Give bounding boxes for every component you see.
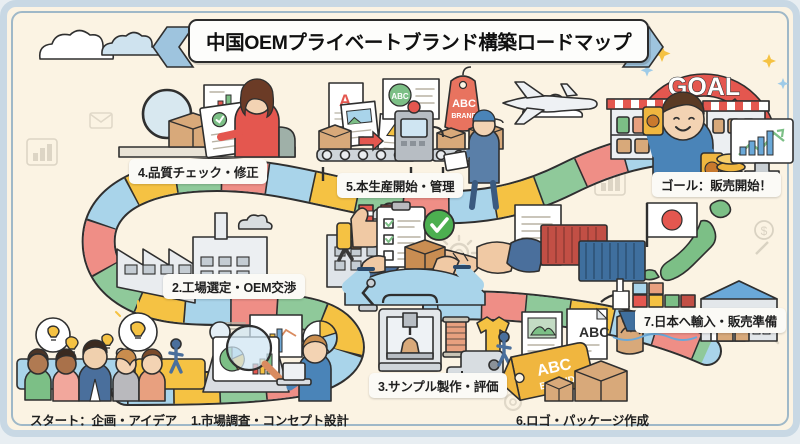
step4b-illustration [336, 201, 486, 306]
sparkle-icon [640, 64, 789, 90]
robot-arm-icon [358, 278, 378, 312]
step-label-step4: 4.品質チェック・修正 [129, 159, 268, 184]
abc-doc-glyph: ABC [579, 324, 609, 340]
arrow-right-icon [358, 130, 385, 152]
step-label-step1: 1.市場調査・コンセプト設計 [191, 414, 349, 428]
step-label-step5: 5.本生産開始・管理 [337, 173, 464, 198]
lightbulb-icon [101, 333, 114, 349]
step-label-step6: 6.ロゴ・パッケージ作成 [516, 414, 649, 428]
abc-badge-glyph: ABC [391, 92, 409, 101]
walking-person-icon [168, 338, 184, 374]
svg-text:$: $ [761, 224, 768, 238]
brand-tag-line2: BRAND [451, 113, 476, 120]
sparkle-icon [653, 45, 776, 68]
people-group-icon [24, 339, 166, 402]
idea-lightbulb-icon [115, 300, 161, 359]
shipping-container-icon [540, 224, 646, 282]
brand-tag-line1: ABC [452, 98, 476, 110]
goal-illustration [606, 91, 794, 189]
envelope-icon [89, 112, 113, 129]
bar-chart-icon [26, 138, 58, 166]
step-label-step7: 7.日本へ輸入・販売準備 [635, 308, 787, 333]
step1-illustration [202, 314, 338, 402]
walking-person-icon [496, 331, 512, 367]
page-title-container: 中国OEMプライベートブランド構築ロードマップ [188, 19, 650, 63]
step6-illustration: ABC ABC BRAND [499, 293, 644, 402]
step5-illustration: A ABC ABC BRAND [316, 66, 598, 210]
step-label-start: スタート：企画・アイデア [30, 414, 177, 428]
roadmap-path [81, 130, 714, 406]
step-label-step3: 3.サンプル製作・評価 [369, 373, 508, 398]
step4-illustration [118, 78, 296, 159]
cloud-icon [101, 31, 162, 56]
page-title: 中国OEMプライベートブランド構築ロードマップ [188, 19, 650, 63]
step-label-goal: ゴール：販売開始！ [652, 172, 781, 197]
step3-illustration [358, 278, 512, 394]
tag-abc-text: ABC [535, 356, 573, 380]
dollar-icon: $ [754, 220, 774, 255]
step-label-step2: 2.工場選定・OEM交渉 [163, 274, 305, 299]
airplane-icon [502, 81, 598, 125]
